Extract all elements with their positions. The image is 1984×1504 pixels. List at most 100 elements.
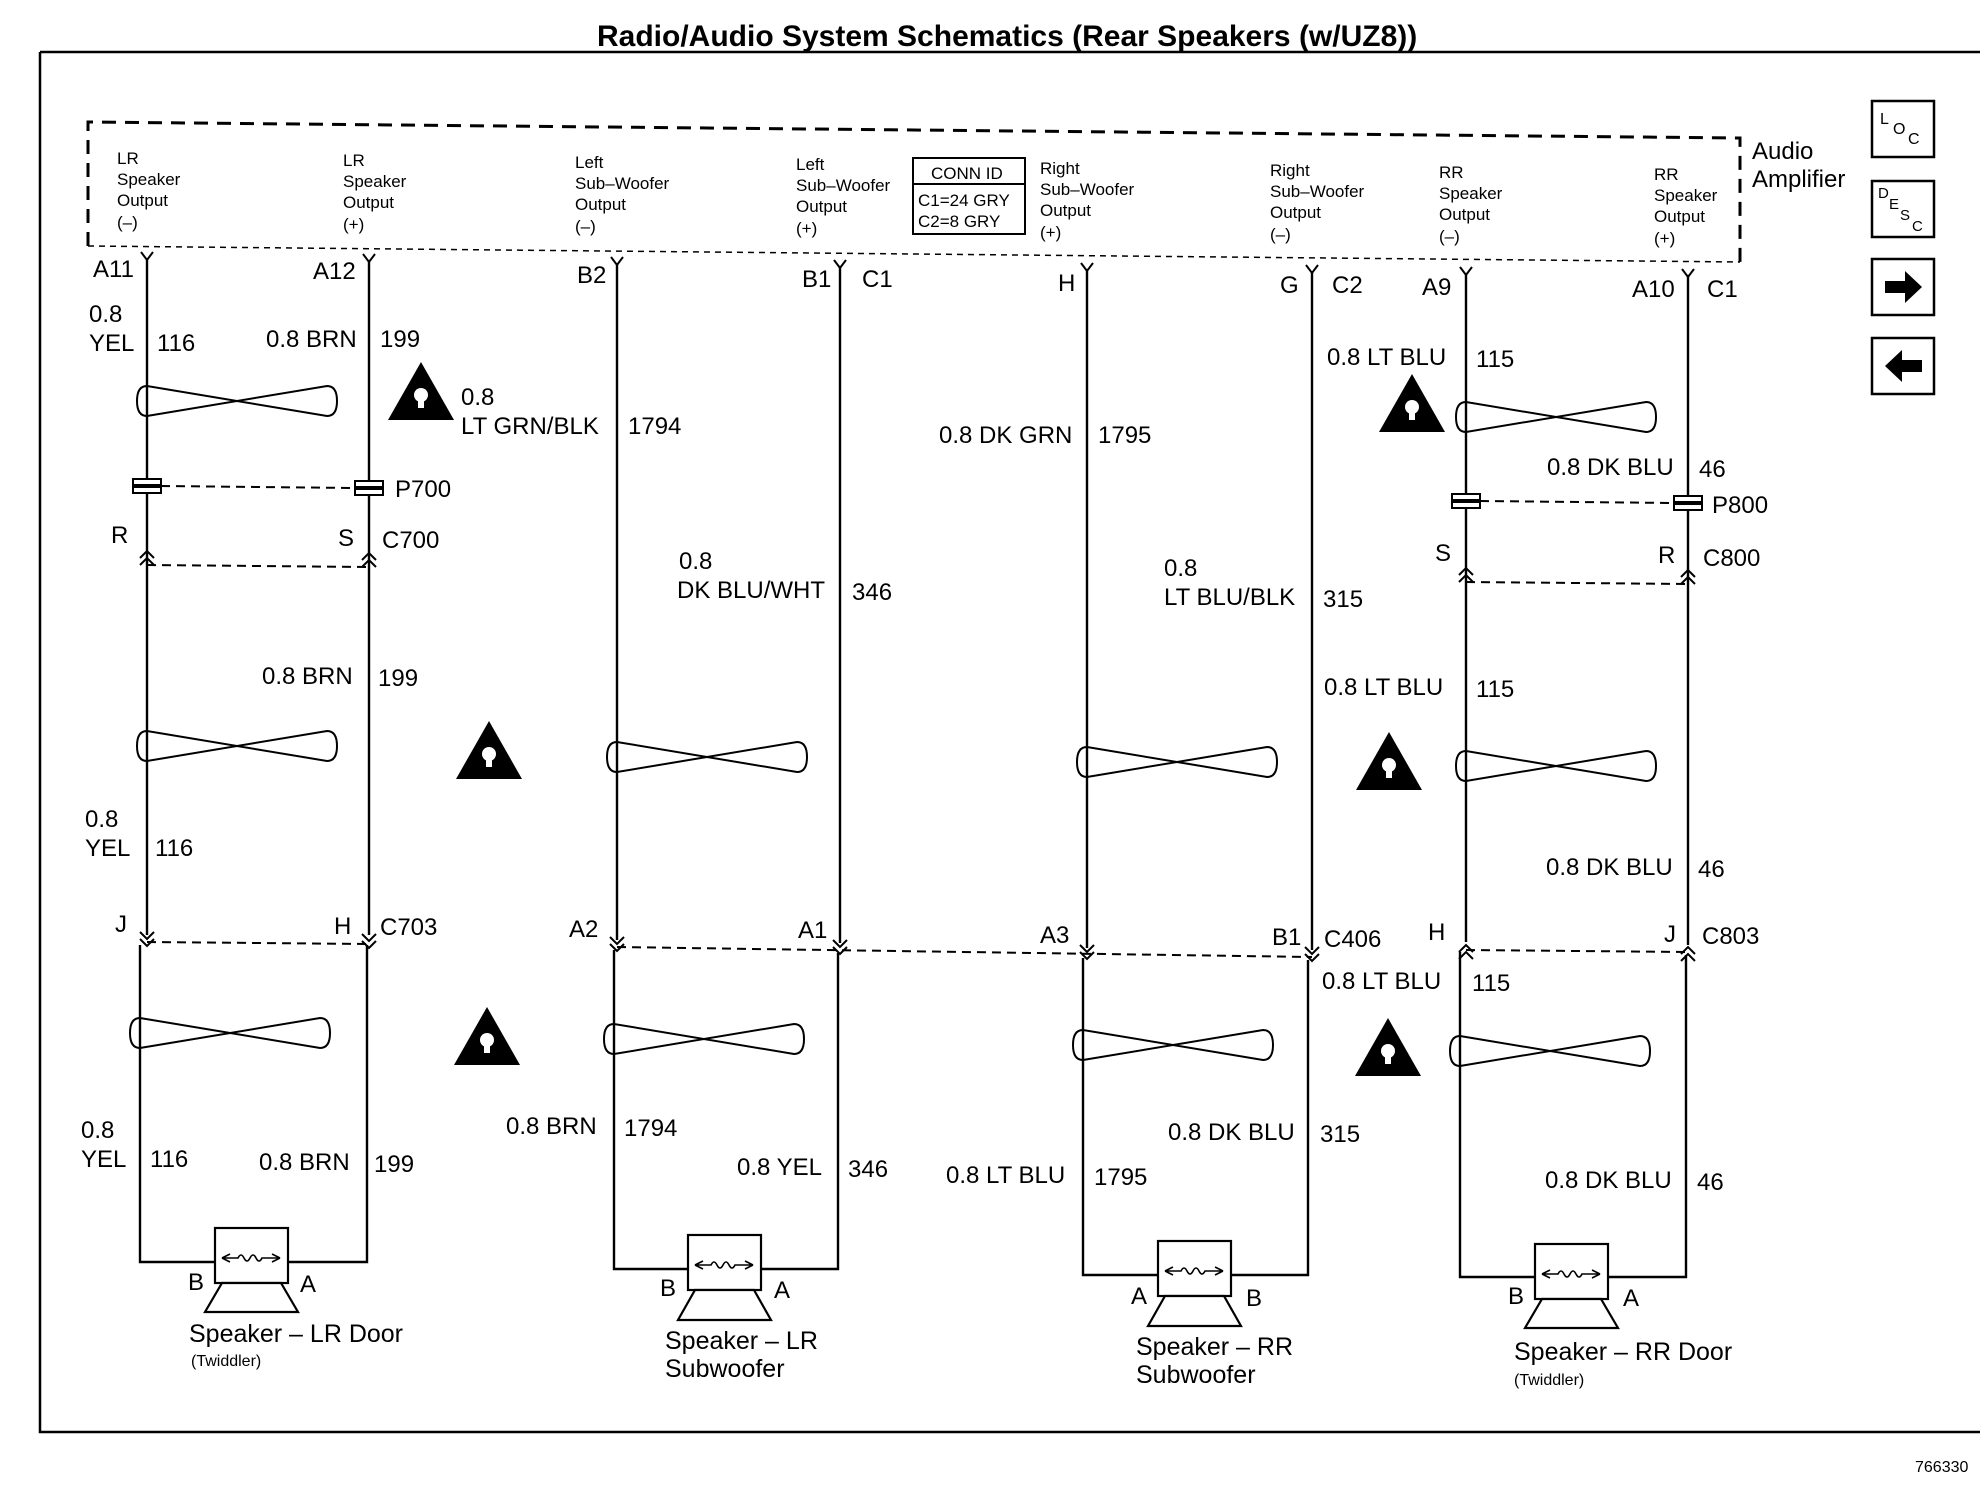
amplifier-label-line2: Amplifier bbox=[1752, 166, 1845, 193]
description-button[interactable]: D E S C bbox=[1870, 179, 1936, 239]
loc-letter-c: C bbox=[1908, 131, 1920, 148]
connector-p800: P800 bbox=[1451, 492, 1768, 519]
wire-116-mid-color: YEL bbox=[85, 835, 130, 862]
output-left-subwoofer-neg: Left Sub–Woofer Output (–) bbox=[575, 153, 670, 236]
warning-icon bbox=[1356, 732, 1422, 790]
wire-115-low-circuit: 115 bbox=[1472, 970, 1510, 997]
connector-c800-pin-r: R bbox=[1658, 542, 1675, 569]
conn-id-c2: C2=8 GRY bbox=[918, 212, 1000, 231]
output-line: (+) bbox=[343, 215, 364, 234]
wire-116-mid-gauge: 0.8 bbox=[85, 806, 118, 833]
wire-315-circuit: 315 bbox=[1323, 586, 1363, 613]
twisted-pair bbox=[1455, 401, 1657, 433]
pin-h: H bbox=[1058, 270, 1075, 297]
speaker-lr-door-pin-b: B bbox=[188, 1269, 204, 1296]
wire-116-color: YEL bbox=[89, 330, 134, 357]
output-line: (+) bbox=[1654, 229, 1675, 248]
output-line: Output bbox=[575, 195, 626, 214]
speaker-rr-subwoofer: A B Speaker – RR Subwoofer bbox=[1081, 1239, 1310, 1389]
output-line: Sub–Woofer bbox=[1270, 182, 1365, 201]
twisted-pair bbox=[603, 1023, 805, 1055]
twisted-pair bbox=[136, 730, 338, 762]
wire-315-color: LT BLU/BLK bbox=[1164, 584, 1295, 611]
amplifier-outline bbox=[86, 120, 1742, 262]
wire-46-label: 0.8 DK BLU bbox=[1547, 454, 1674, 481]
connector-c406-pin-a2: A2 bbox=[569, 916, 598, 943]
output-line: RR bbox=[1654, 165, 1679, 184]
output-line: Sub–Woofer bbox=[796, 176, 891, 195]
desc-letter-s: S bbox=[1900, 207, 1910, 224]
connector-c700-pin-r: R bbox=[111, 522, 128, 549]
pin-a10: A10 bbox=[1632, 276, 1675, 303]
output-line: Left bbox=[575, 153, 604, 172]
connector-c803-pin-h: H bbox=[1428, 919, 1445, 946]
connector-c406: A2 A1 A3 B1 C406 bbox=[569, 916, 1381, 963]
wire-1794-color: LT GRN/BLK bbox=[461, 413, 599, 440]
wire-1794-low-circuit: 1794 bbox=[624, 1115, 677, 1142]
connector-c800: S R C800 bbox=[1435, 540, 1760, 585]
connector-c700-pin-s: S bbox=[338, 525, 354, 552]
output-line: Speaker bbox=[343, 172, 407, 191]
output-line: Sub–Woofer bbox=[1040, 180, 1135, 199]
wire-199-circuit: 199 bbox=[380, 326, 420, 353]
wire-199-low-circuit: 199 bbox=[374, 1151, 414, 1178]
speaker-lr-subwoofer-name-line2: Subwoofer bbox=[665, 1355, 785, 1383]
speaker-lr-door: B A Speaker – LR Door (Twiddler) bbox=[138, 1226, 403, 1370]
speaker-lr-door-note: (Twiddler) bbox=[191, 1353, 261, 1370]
pin-a12: A12 bbox=[313, 258, 356, 285]
connector-c803-pin-j: J bbox=[1664, 921, 1676, 948]
arrow-left-icon bbox=[1885, 350, 1922, 382]
output-line: Output bbox=[1654, 207, 1705, 226]
connector-c700: R S C700 bbox=[111, 522, 439, 568]
speaker-rr-subwoofer-pin-a: A bbox=[1131, 1283, 1147, 1310]
connector-c700-label: C700 bbox=[382, 527, 439, 554]
previous-page-button[interactable] bbox=[1870, 336, 1936, 396]
document-number: 766330 bbox=[1915, 1459, 1968, 1476]
wire-116-gauge: 0.8 bbox=[89, 301, 122, 328]
amplifier-label-line1: Audio bbox=[1752, 138, 1813, 165]
twisted-pair bbox=[1449, 1035, 1651, 1067]
wire-346-gauge: 0.8 bbox=[679, 548, 712, 575]
warning-icon bbox=[1355, 1018, 1421, 1076]
page-title: Radio/Audio System Schematics (Rear Spea… bbox=[597, 20, 1417, 53]
output-line: Right bbox=[1270, 161, 1310, 180]
pin-a9: A9 bbox=[1422, 274, 1451, 301]
pin-terminals bbox=[140, 251, 1695, 279]
wire-1794-low-label: 0.8 BRN bbox=[506, 1113, 597, 1140]
wire-116-circuit: 116 bbox=[157, 330, 195, 357]
pin-g: G bbox=[1280, 272, 1299, 299]
wire-1795-low-circuit: 1795 bbox=[1094, 1164, 1147, 1191]
arrow-right-icon bbox=[1885, 271, 1922, 303]
wire-346-circuit: 346 bbox=[852, 579, 892, 606]
output-lr-speaker-pos: LR Speaker Output (+) bbox=[343, 151, 407, 234]
connector-c803: H J C803 bbox=[1428, 919, 1759, 962]
speaker-rr-door-pin-a: A bbox=[1623, 1285, 1639, 1312]
twisted-pair bbox=[606, 741, 808, 773]
output-line: Output bbox=[1040, 201, 1091, 220]
wire-115-low-label: 0.8 LT BLU bbox=[1322, 968, 1441, 995]
desc-letter-d: D bbox=[1878, 185, 1889, 202]
output-line: (–) bbox=[1439, 227, 1460, 246]
speaker-lr-subwoofer-pin-b: B bbox=[660, 1275, 676, 1302]
wires bbox=[138, 258, 1690, 1270]
speaker-rr-door-name: Speaker – RR Door bbox=[1514, 1338, 1732, 1366]
pin-c2: C2 bbox=[1332, 272, 1363, 299]
wire-199-low-label: 0.8 BRN bbox=[259, 1149, 350, 1176]
output-left-subwoofer-pos: Left Sub–Woofer Output (+) bbox=[796, 155, 891, 238]
wire-46-circuit: 46 bbox=[1699, 456, 1726, 483]
location-button[interactable]: L O C bbox=[1870, 99, 1936, 159]
connector-c800-label: C800 bbox=[1703, 545, 1760, 572]
next-page-button[interactable] bbox=[1870, 257, 1936, 317]
warning-icon bbox=[456, 721, 522, 779]
loc-letter-o: O bbox=[1893, 121, 1905, 138]
speaker-rr-door: B A Speaker – RR Door (Twiddler) bbox=[1458, 1242, 1732, 1389]
loc-letter-l: L bbox=[1880, 111, 1889, 128]
conn-id-title: CONN ID bbox=[931, 164, 1003, 183]
connector-p800-label: P800 bbox=[1712, 492, 1768, 519]
warning-icon bbox=[1379, 374, 1445, 432]
output-lr-speaker-neg: LR Speaker Output (–) bbox=[117, 149, 181, 232]
connector-c406-pin-a1: A1 bbox=[798, 917, 827, 944]
connector-c703-label: C703 bbox=[380, 914, 437, 941]
wire-1795-label: 0.8 DK GRN bbox=[939, 422, 1072, 449]
wire-115-label: 0.8 LT BLU bbox=[1327, 344, 1446, 371]
